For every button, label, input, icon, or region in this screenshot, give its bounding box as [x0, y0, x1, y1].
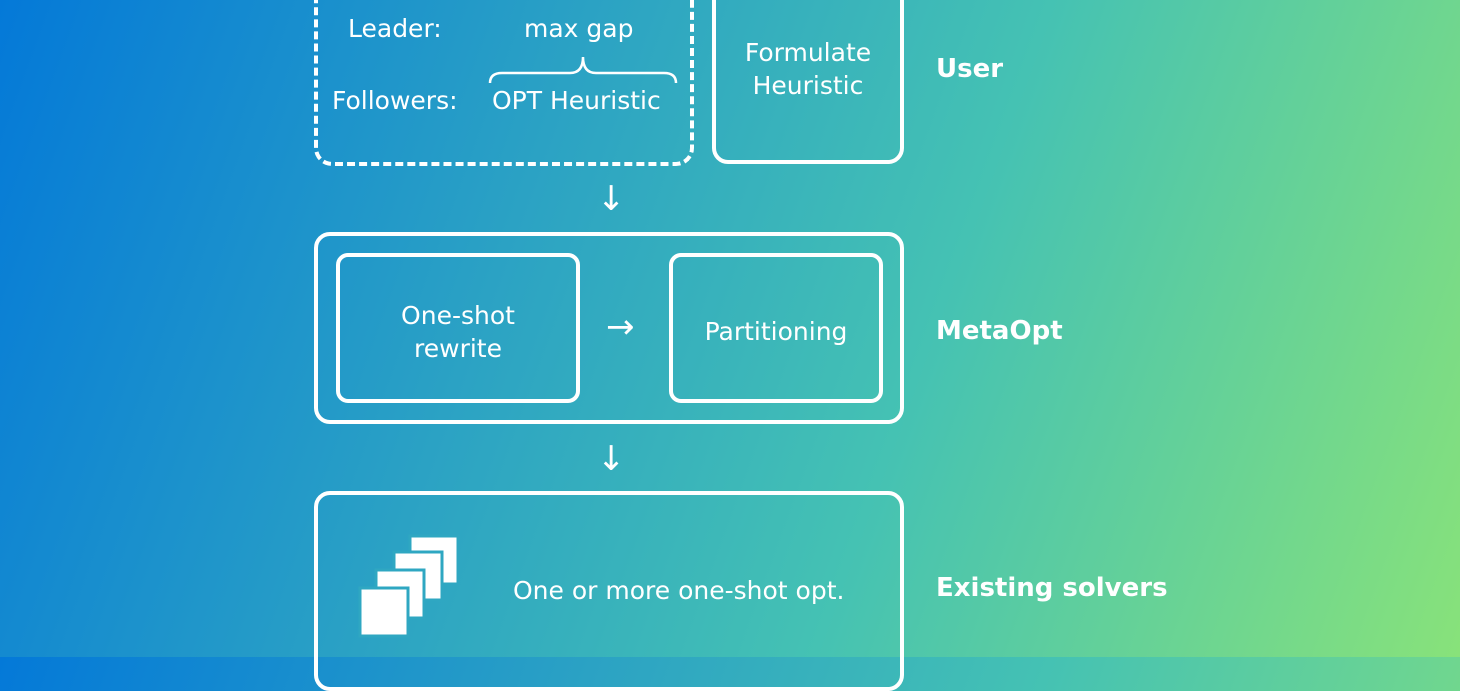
curly-brace-icon — [488, 56, 678, 84]
leader-value: max gap — [524, 14, 634, 43]
row-label-user: User — [936, 54, 1004, 84]
followers-value: OPT Heuristic — [492, 86, 661, 115]
metaopt-outer-box — [314, 232, 904, 424]
one-shot-line-2: rewrite — [414, 334, 502, 363]
formulate-heuristic-box: Formulate Heuristic — [712, 0, 904, 164]
one-shot-line-1: One-shot — [401, 301, 515, 330]
leader-label: Leader: — [348, 14, 442, 43]
one-shot-rewrite-text: One-shot rewrite — [340, 299, 576, 365]
formulate-line-1: Formulate — [744, 38, 872, 67]
formulate-heuristic-text: Formulate Heuristic — [716, 36, 900, 102]
followers-label: Followers: — [332, 86, 458, 115]
row-label-existing-solvers: Existing solvers — [936, 573, 1168, 603]
leader-follower-dashed-box — [314, 0, 694, 166]
one-shot-rewrite-box: One-shot rewrite — [336, 253, 580, 403]
down-arrow-1: ↓ — [597, 179, 626, 219]
stacked-squares-icon — [358, 534, 460, 638]
partitioning-box: Partitioning — [669, 253, 883, 403]
existing-solvers-text: One or more one-shot opt. — [513, 576, 845, 605]
formulate-line-2: Heuristic — [752, 71, 864, 100]
right-arrow: → — [606, 307, 635, 347]
row-label-metaopt: MetaOpt — [936, 316, 1063, 346]
down-arrow-2: ↓ — [597, 439, 626, 479]
partitioning-text: Partitioning — [704, 317, 848, 346]
